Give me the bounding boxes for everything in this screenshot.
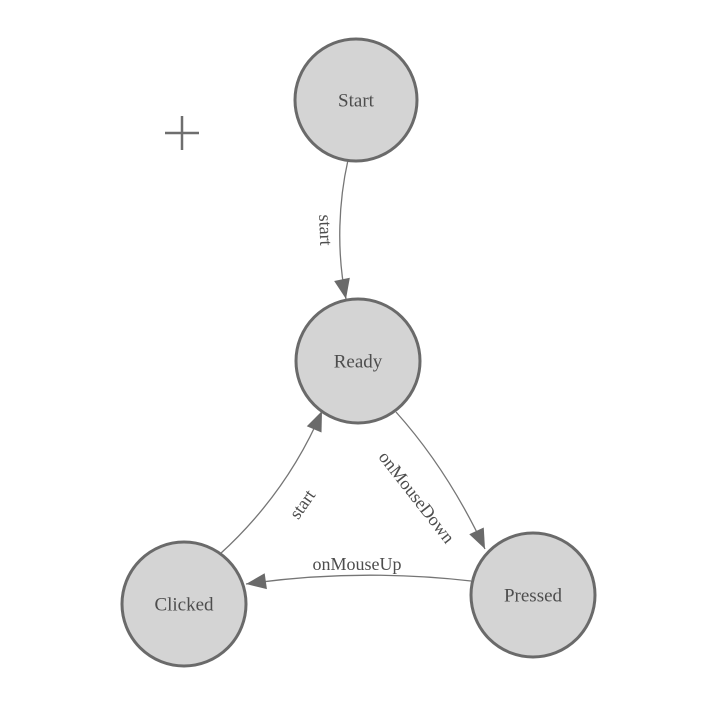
edge-label-onmousedown: onMouseDown	[375, 447, 459, 547]
edge-clicked-to-ready-line[interactable]	[219, 410, 323, 555]
node-pressed-label: Pressed	[504, 586, 563, 607]
edge-label-start-top: start	[315, 214, 336, 246]
edge-start-to-ready[interactable]: start	[315, 159, 350, 300]
node-pressed-circle[interactable]	[469, 531, 597, 659]
node-pressed[interactable]: Pressed	[469, 531, 597, 659]
node-ready-circle[interactable]	[294, 297, 422, 425]
edge-ready-to-pressed-line[interactable]	[395, 411, 486, 550]
node-start-label: Start	[338, 91, 375, 112]
node-start[interactable]: Start	[293, 37, 419, 163]
node-ready-label: Ready	[334, 352, 383, 373]
node-ready[interactable]: Ready	[294, 297, 422, 425]
node-clicked[interactable]: Clicked	[120, 540, 248, 668]
edge-pressed-to-clicked-line[interactable]	[245, 573, 472, 590]
edge-start-to-ready-line[interactable]	[334, 159, 350, 300]
edge-pressed-to-clicked[interactable]: onMouseUp	[245, 554, 472, 590]
edge-clicked-to-ready[interactable]: start	[219, 410, 323, 555]
node-clicked-label: Clicked	[154, 595, 214, 616]
plus-crosshair-icon	[165, 116, 199, 150]
edge-label-start-bottom: start	[285, 486, 319, 523]
node-start-circle[interactable]	[293, 37, 419, 163]
edge-ready-to-pressed[interactable]: onMouseDown	[375, 411, 486, 550]
edge-label-onmouseup: onMouseUp	[313, 554, 402, 574]
node-clicked-circle[interactable]	[120, 540, 248, 668]
